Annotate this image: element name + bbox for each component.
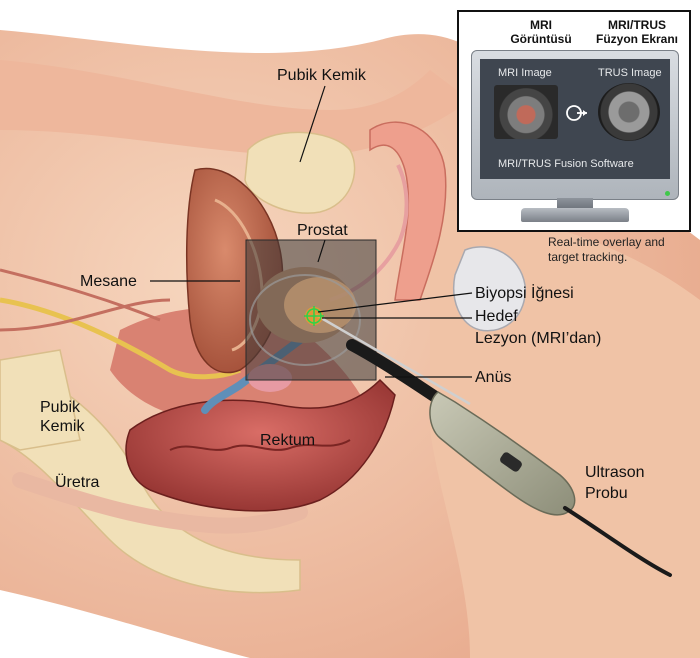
testis xyxy=(453,246,526,332)
ultrasound-probe-body xyxy=(429,391,576,516)
monitor-stand-base xyxy=(521,208,629,222)
caption-line-1: Real-time overlay and xyxy=(548,235,665,249)
mri-image-label: MRI Image xyxy=(498,67,552,79)
caption-line-2: target tracking. xyxy=(548,250,628,264)
monitor-screen: MRI Image TRUS Image MRI/TRUS Fusion Sof… xyxy=(480,59,670,179)
pubic-bone-left xyxy=(0,349,81,451)
trus-image xyxy=(598,83,660,141)
monitor-frame: MRI Image TRUS Image MRI/TRUS Fusion Sof… xyxy=(471,50,679,200)
label-urethra: Üretra xyxy=(55,474,100,491)
label-lesion: Lezyon (MRI’dan) xyxy=(475,330,602,347)
ultrasound-probe-shaft xyxy=(346,339,446,406)
rectum xyxy=(125,378,396,512)
power-led xyxy=(665,191,670,196)
label-bladder: Mesane xyxy=(80,273,137,290)
label-rectum: Rektum xyxy=(260,432,316,449)
biopsy-needle xyxy=(315,313,471,406)
label-pubic-bone-left-2: Kemik xyxy=(40,418,85,435)
vessel-lines xyxy=(0,268,171,332)
fusion-arrow-icon xyxy=(566,105,587,121)
leader-lines xyxy=(150,85,473,378)
fusion-software-label: MRI/TRUS Fusion Software xyxy=(498,158,634,170)
monitor-inset: MRI Görüntüsü MRI/TRUS Füzyon Ekranı MRI… xyxy=(457,10,691,232)
label-probe-2: Probu xyxy=(585,485,628,502)
label-prostate: Prostat xyxy=(297,222,348,239)
urethra-channel xyxy=(12,472,308,534)
trus-image-label: TRUS Image xyxy=(598,67,662,79)
overlay-ring xyxy=(249,274,361,366)
rectum-folds xyxy=(169,439,351,451)
label-target: Hedef xyxy=(475,308,518,325)
monitor-header-left: MRI Görüntüsü xyxy=(501,18,581,46)
vas-deferens xyxy=(0,297,241,380)
monitor-stand-neck xyxy=(557,198,593,210)
overlay-prostate xyxy=(284,277,356,333)
monitor-header-right-line-2: Füzyon Ekranı xyxy=(595,32,678,46)
label-probe-1: Ultrason xyxy=(585,464,645,481)
probe-button xyxy=(500,452,522,472)
pubic-bone-top xyxy=(244,131,356,214)
monitor-header-left-line-1: MRI xyxy=(530,18,552,32)
mri-image xyxy=(494,85,558,139)
label-pubic-bone-top: Pubik Kemik xyxy=(277,67,366,84)
monitor-header-left-line-2: Görüntüsü xyxy=(510,32,572,46)
label-anus: Anüs xyxy=(475,369,512,386)
label-biopsy-needle: Biyopsi İğnesi xyxy=(475,285,574,302)
monitor-header-right: MRI/TRUS Füzyon Ekranı xyxy=(587,18,687,46)
probe-cable xyxy=(563,506,672,577)
label-pubic-bone-left-1: Pubik xyxy=(40,399,81,416)
abdominal-wall xyxy=(0,60,470,156)
monitor-header-right-line-1: MRI/TRUS xyxy=(608,18,666,32)
